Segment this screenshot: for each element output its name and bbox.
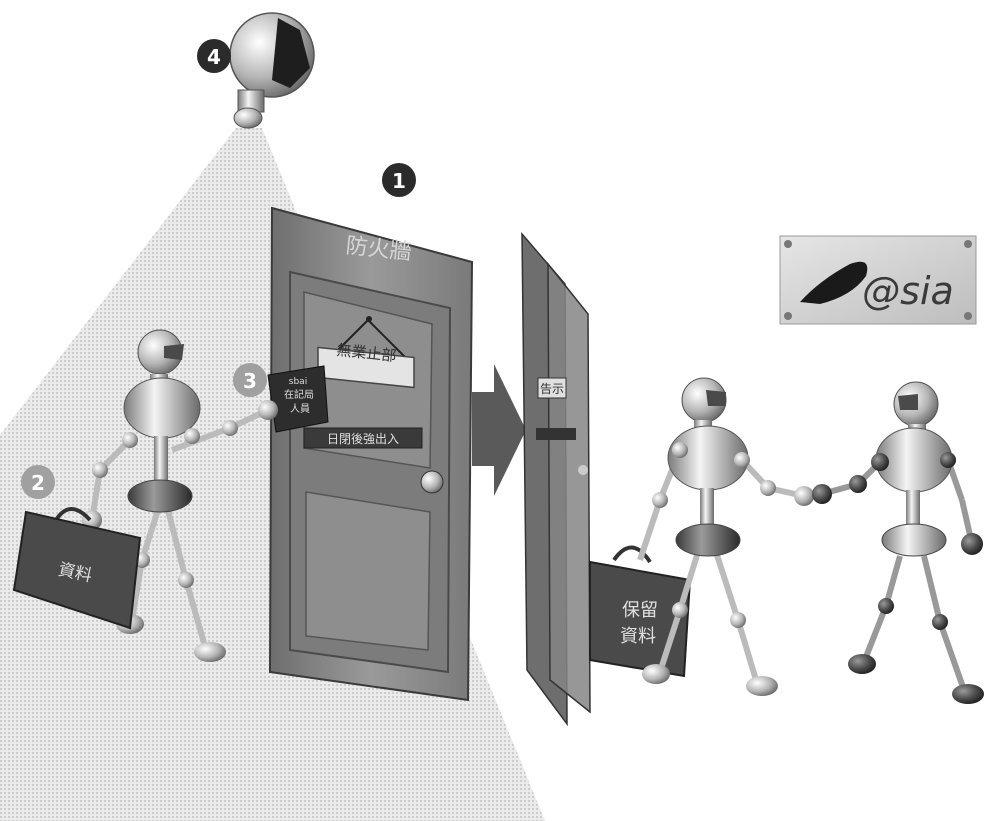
svg-text:1: 1 xyxy=(392,169,406,193)
svg-text:4: 4 xyxy=(207,45,221,69)
logo-text: @sia xyxy=(862,269,954,313)
marker-1: 1 xyxy=(382,163,416,197)
far-doors xyxy=(522,234,590,724)
robot-insider-2 xyxy=(812,382,984,704)
camera-icon xyxy=(230,13,314,128)
pass-card-line-3: 人員 xyxy=(290,403,310,415)
briefcase-right-line-2: 資料 xyxy=(620,626,656,647)
pass-card-line-1: sbai xyxy=(289,377,307,387)
arrow-icon xyxy=(472,364,526,496)
svg-text:2: 2 xyxy=(31,471,45,495)
svg-text:3: 3 xyxy=(243,369,257,393)
robot-insider-1 xyxy=(640,378,814,696)
pass-card-line-2: 在記局 xyxy=(284,388,314,401)
marker-2: 2 xyxy=(21,465,55,499)
firewall-door xyxy=(270,208,472,700)
marker-3: 3 xyxy=(233,363,267,397)
far-door-notice: 告示 xyxy=(540,382,564,396)
marker-4: 4 xyxy=(197,39,231,73)
door-strip: 日閉後強出入 xyxy=(327,432,399,446)
briefcase-right-line-1: 保留 xyxy=(622,600,658,621)
